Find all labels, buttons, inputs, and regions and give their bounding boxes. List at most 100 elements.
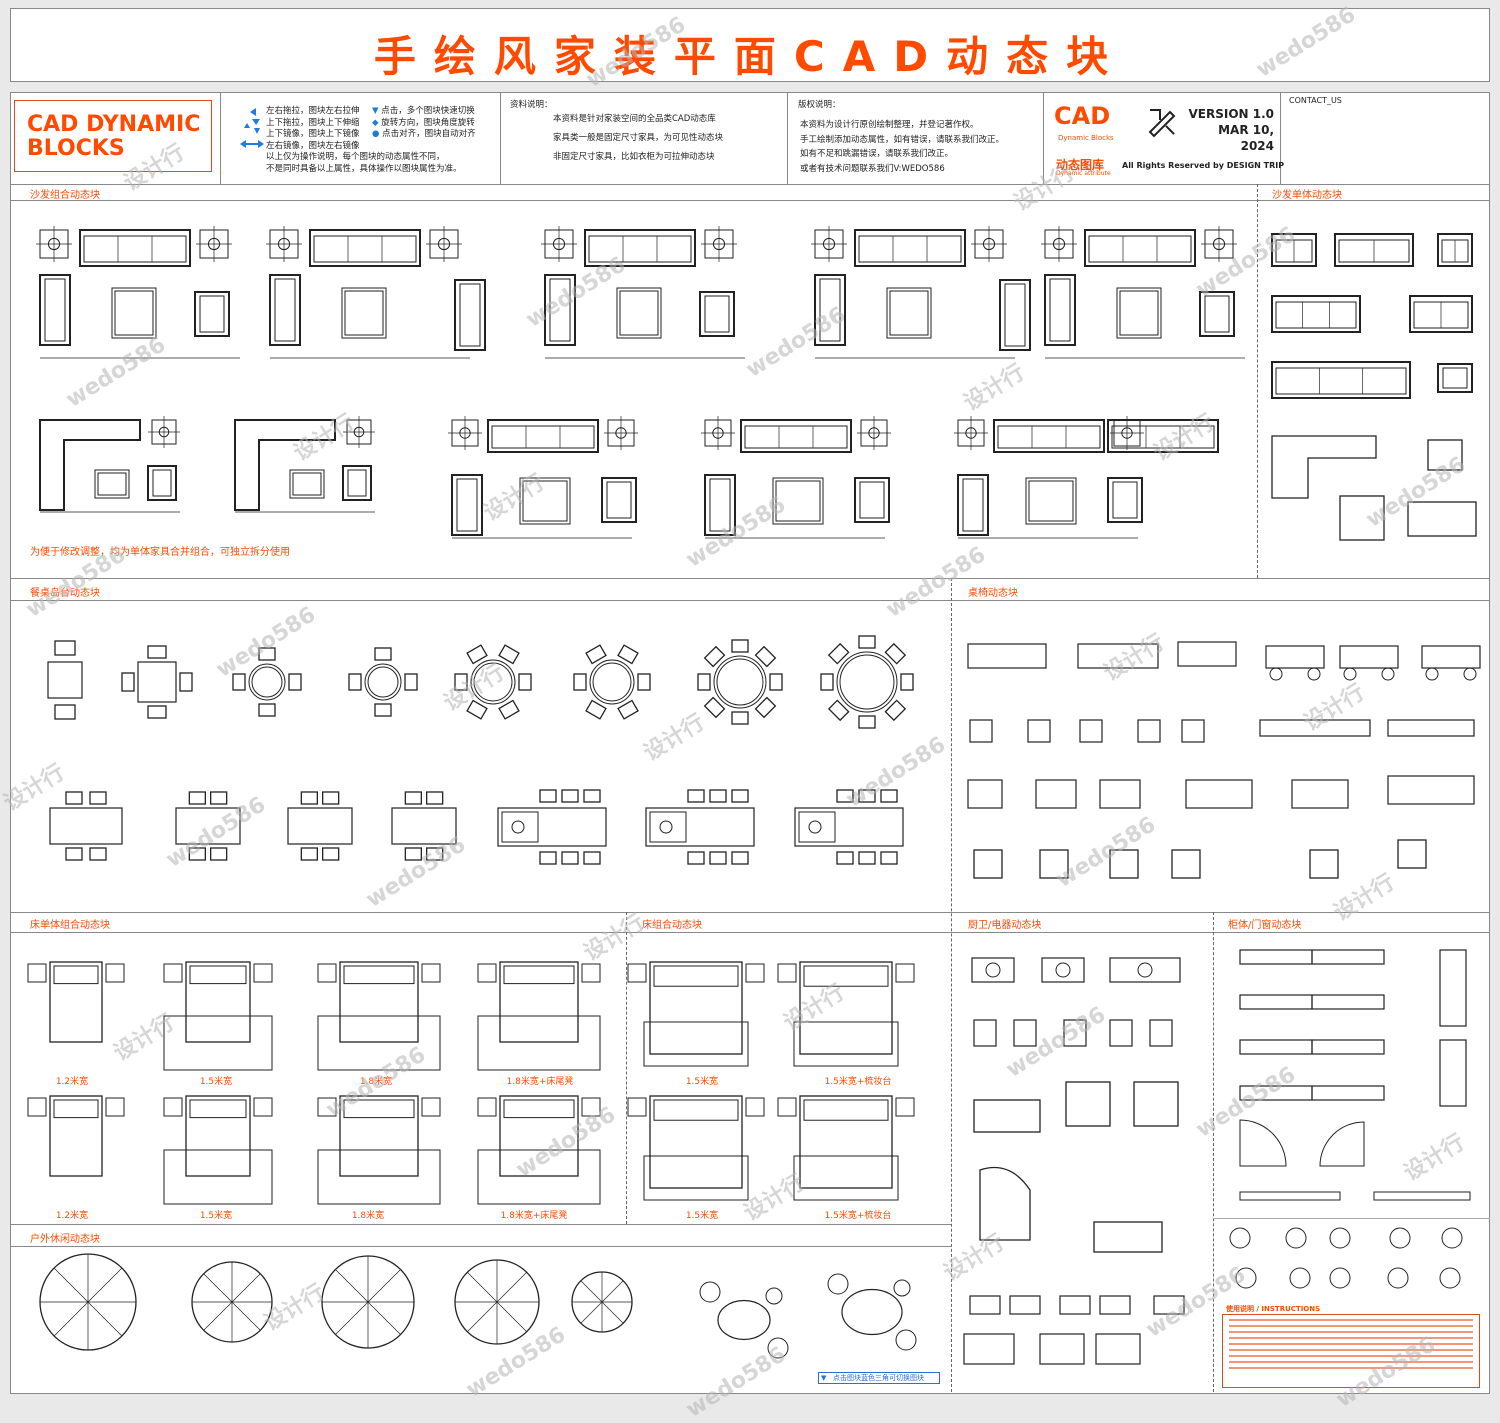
bed-caption: 1.8米宽+床尾凳	[506, 1077, 574, 1087]
wardrobe	[1239, 1039, 1313, 1055]
shower	[1065, 1081, 1111, 1127]
nightstand	[581, 1097, 601, 1117]
parasol-rib	[367, 1269, 401, 1303]
line-art	[1343, 667, 1357, 681]
bedgroup-caption: 1.5米宽	[685, 1077, 719, 1087]
parasol-rib	[87, 1301, 123, 1337]
island	[645, 807, 755, 847]
toilet	[973, 1019, 997, 1047]
parasol-rib	[496, 1301, 527, 1332]
sofa	[1271, 233, 1317, 267]
cabinet-unit	[967, 779, 1003, 809]
line-art	[1463, 667, 1477, 681]
parasol-rib	[335, 1269, 369, 1303]
cabinet-unit	[1387, 775, 1475, 805]
dining-chair	[820, 673, 834, 691]
dining-chair	[754, 645, 777, 668]
lounge-chair	[1309, 849, 1339, 879]
coffee-table	[1116, 287, 1162, 339]
parasol-rib	[87, 1267, 123, 1303]
sofa	[1437, 233, 1473, 267]
sofa-seat	[1111, 425, 1215, 449]
basin	[985, 962, 1001, 978]
dining-chair	[731, 789, 749, 803]
bed-caption: 1.5米宽	[199, 1211, 233, 1221]
dining-chair	[348, 673, 362, 691]
copyright-label: 版权说明：	[798, 100, 841, 110]
bed-caption: 1.2米宽	[55, 1077, 89, 1087]
stool	[1027, 719, 1051, 743]
parasol-rib	[231, 1301, 261, 1331]
bed	[49, 1095, 103, 1177]
bed-pillow	[53, 965, 99, 985]
line-art	[1269, 667, 1283, 681]
round-table	[836, 651, 898, 713]
dining-chair	[769, 673, 783, 691]
copyright-lines: 本资料为设计行原创绘制整理，并登记著作权。手工绘制添加动态属性，如有错误，请联系…	[800, 120, 1005, 174]
wardrobe	[1311, 949, 1385, 965]
shelf	[1259, 719, 1371, 737]
rug	[793, 1155, 899, 1201]
bed-caption: 1.8米宽	[351, 1211, 385, 1221]
section-desk-chair: 桌椅动态块	[968, 588, 1018, 599]
rug	[163, 1015, 273, 1071]
nightstand	[27, 1097, 47, 1117]
dining-chair	[880, 789, 898, 803]
sofa-seat	[858, 235, 962, 263]
dining-chair	[466, 644, 488, 665]
bed-pillow	[343, 965, 415, 985]
stool	[1079, 719, 1103, 743]
nightstand	[317, 963, 337, 983]
coffee-table	[886, 287, 932, 339]
dining-chair	[147, 645, 167, 659]
dining-table	[137, 661, 177, 703]
armchair-seat	[819, 278, 841, 342]
rug	[477, 1015, 601, 1071]
armchair-seat	[709, 478, 731, 532]
bed	[185, 1095, 251, 1177]
cabinet-unit	[1185, 779, 1253, 809]
outdoor-hint-bar: ▼ 点击图块蓝色三角可切换图块	[818, 1372, 940, 1384]
badge-line1: CAD DYNAMIC	[27, 112, 201, 137]
rug	[163, 1149, 273, 1205]
round-table-rim	[367, 666, 399, 698]
armchair-seat	[1004, 283, 1026, 347]
island-sink-drain	[808, 820, 822, 834]
nightstand	[105, 1097, 125, 1117]
coffee-table-inner	[889, 290, 929, 336]
section-outdoor: 户外休闲动态块	[30, 1234, 100, 1245]
dining-chair	[210, 791, 228, 805]
bed-pillow	[53, 1099, 99, 1119]
dining-chair	[583, 789, 601, 803]
armchair-seat	[152, 469, 172, 497]
parasol-rib	[203, 1273, 233, 1303]
nightstand	[745, 1097, 765, 1117]
sofa	[79, 229, 191, 267]
armchair	[269, 274, 301, 346]
material-label: 资料说明：	[510, 100, 553, 110]
bed-pillow	[189, 965, 247, 985]
armchair	[1199, 291, 1235, 337]
dining-chair	[300, 791, 318, 805]
armchair-seat	[962, 478, 984, 532]
door-swing	[1319, 1121, 1365, 1167]
badge-line2: BLOCKS	[27, 136, 125, 161]
bed-pillow	[343, 1099, 415, 1119]
nightstand	[895, 963, 915, 983]
dining-chair	[374, 647, 392, 661]
pebble	[765, 1287, 783, 1305]
rect-dining-table	[49, 807, 123, 845]
dining-chair	[637, 673, 651, 691]
washer	[963, 1333, 1015, 1365]
bedgroup-caption: 1.5米宽	[685, 1211, 719, 1221]
shower	[1133, 1081, 1179, 1127]
material-lines: 本资料是针对家装空间的全品类CAD动态库家具类一般是固定尺寸家具，为可见性动态块…	[553, 114, 724, 162]
dresser	[1421, 645, 1481, 669]
pebble	[893, 1279, 911, 1297]
island	[497, 807, 607, 847]
vanity	[1041, 957, 1085, 983]
nightstand	[895, 1097, 915, 1117]
dining-chair	[404, 847, 422, 861]
plant	[1441, 1227, 1463, 1249]
island-sink	[501, 811, 539, 843]
